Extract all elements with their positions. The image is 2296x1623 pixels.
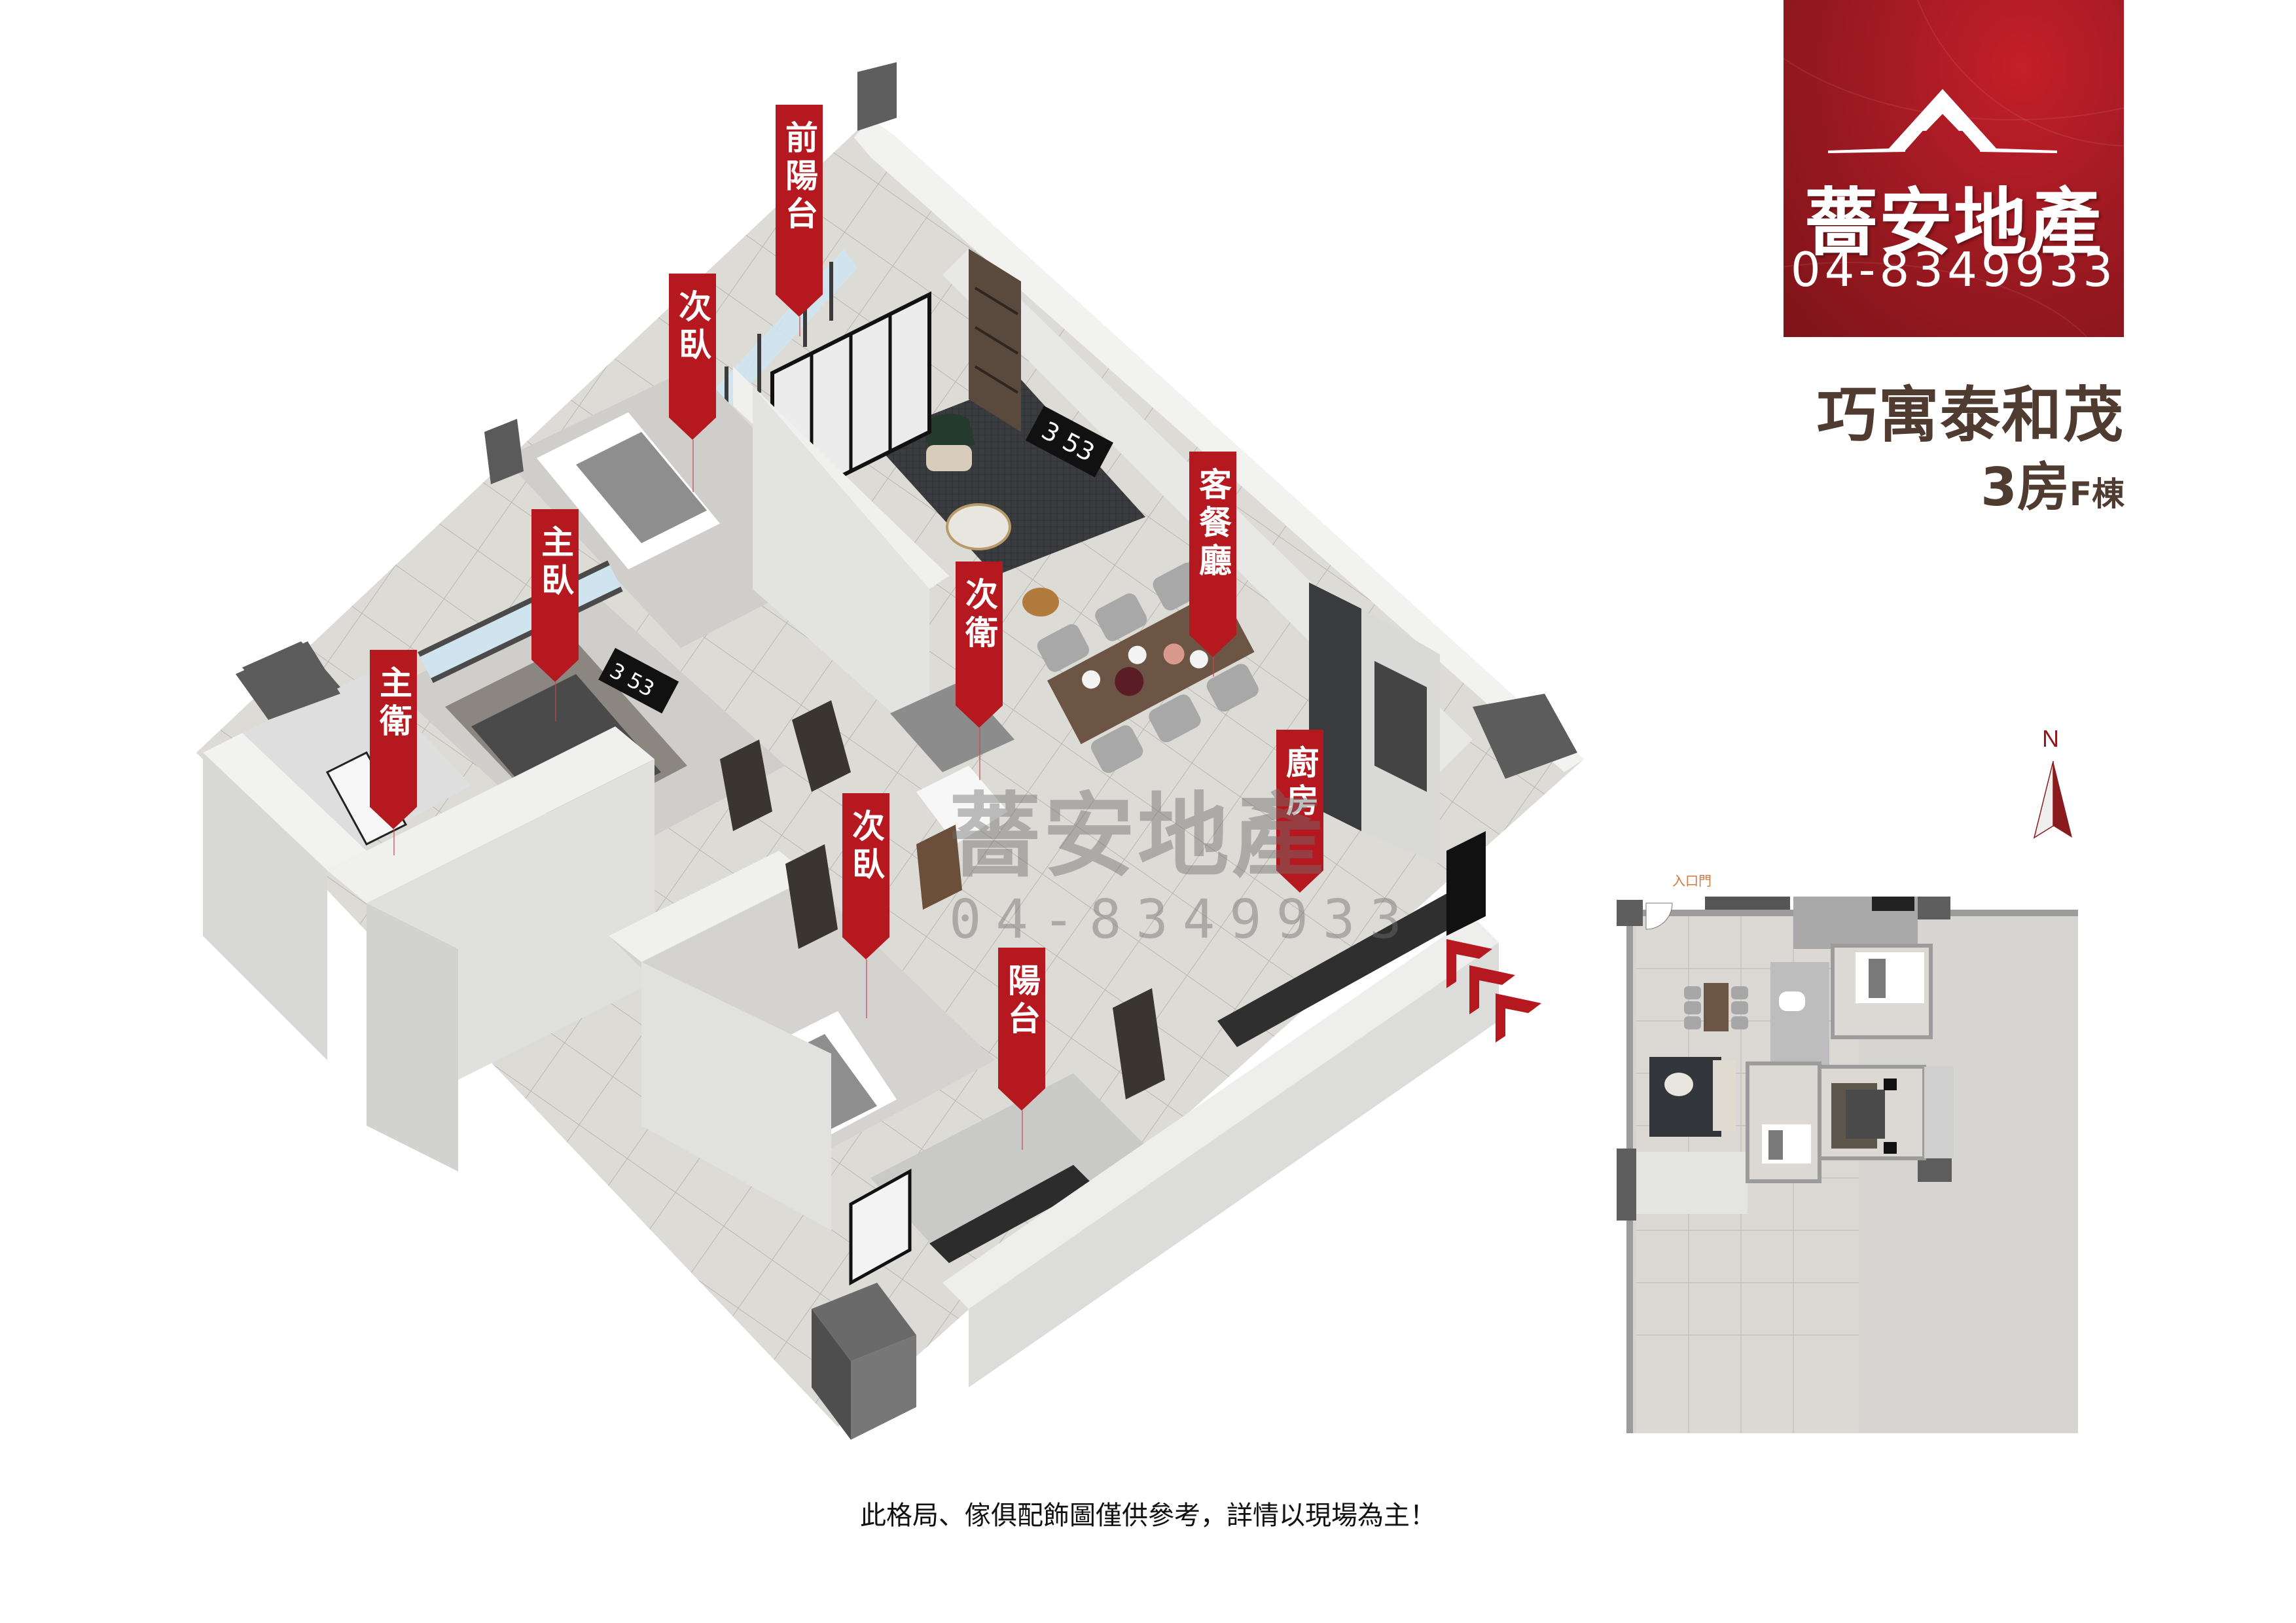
leader-line (799, 317, 800, 336)
watermark-phone: 04-8349933 (949, 889, 1416, 951)
label-balcony: 陽台 (998, 948, 1045, 1111)
label-second-bath: 次衛 (956, 562, 1003, 728)
house-roof-icon (1828, 89, 2057, 153)
label-kitchen: 廚房 (1276, 730, 1323, 893)
label-master-bath: 主衛 (370, 650, 417, 829)
leader-line (1213, 657, 1214, 677)
project-subtitle: 3房F棟 (1981, 445, 2125, 521)
disclaimer-text: 此格局、傢俱配飾圖僅供參考，詳情以現場為主！ (860, 1501, 1436, 1531)
leader-line (692, 440, 694, 492)
project-title: 巧寓泰和茂 (1816, 380, 2125, 450)
leader-line (1022, 1111, 1023, 1150)
leader-line (555, 682, 556, 721)
isometric-floor-plan: 3 53 (196, 62, 1584, 1440)
brand-logo-block: 薔安地產 04-8349933 (1784, 0, 2124, 337)
watermark-brand: 薔安地產 (949, 783, 1327, 890)
label-second-bedroom-1: 次臥 (669, 274, 716, 440)
building-label: F棟 (2069, 475, 2125, 513)
brand-phone: 04-8349933 (1790, 242, 2117, 297)
leader-line (393, 829, 395, 855)
2d-floor-plan (1617, 870, 2101, 1440)
room-count: 3房 (1981, 457, 2070, 518)
label-living-dining: 客餐廳 (1189, 452, 1236, 657)
compass-label: N (2042, 725, 2059, 752)
entrance-chevrons-icon (1446, 939, 1541, 1043)
label-master-bedroom: 主臥 (531, 509, 579, 682)
north-arrow-icon (2033, 760, 2072, 839)
label-front-balcony: 前陽台 (776, 105, 823, 317)
brand-name: 薔安地產 (1804, 181, 2103, 266)
entry-door-label: 入口門 (1672, 873, 1712, 889)
leader-line (866, 959, 867, 1018)
label-second-bedroom-2: 次臥 (842, 793, 889, 959)
leader-line (979, 728, 980, 780)
